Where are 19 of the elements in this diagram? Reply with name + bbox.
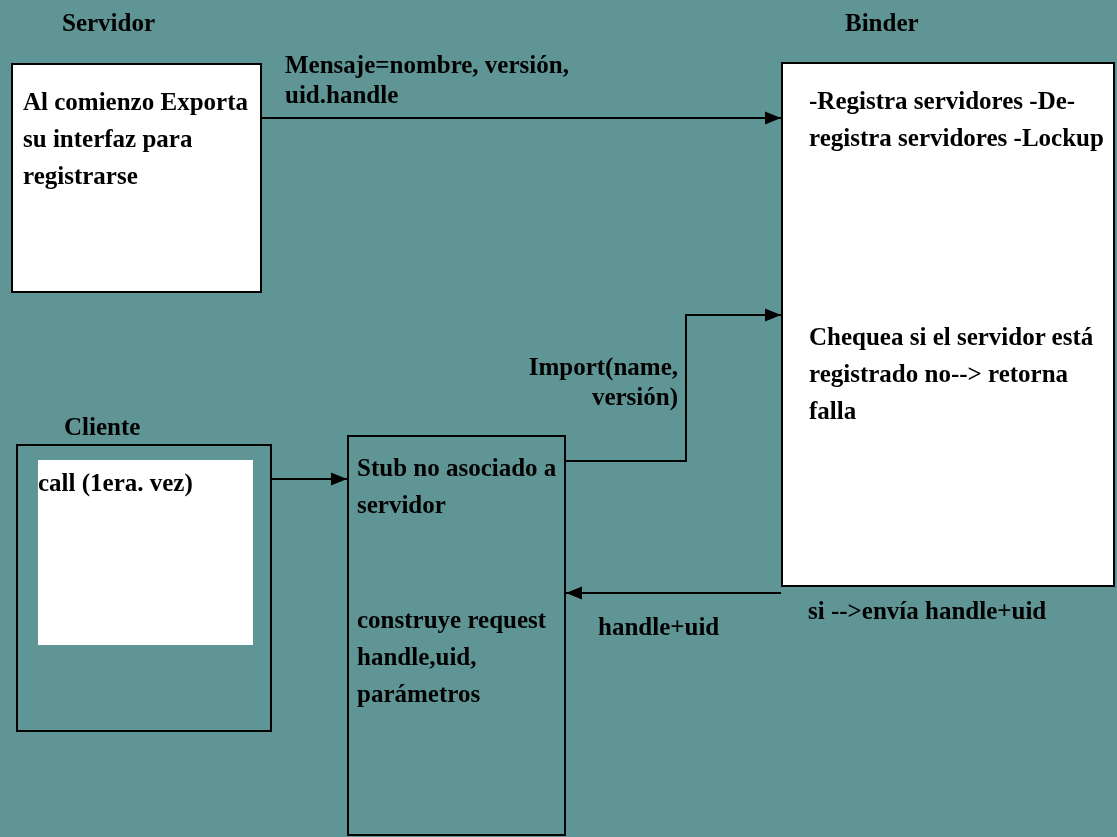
- box-text: Stub no asociado a servidor: [357, 453, 558, 520]
- arrow: [565, 308, 782, 462]
- process-box: [347, 435, 566, 836]
- box-heading: Binder: [845, 8, 919, 38]
- edge-label: handle+uid: [598, 612, 721, 642]
- process-box: [38, 460, 253, 645]
- box-heading: Cliente: [64, 412, 141, 442]
- box-text: Chequea si el servidor está registrado no--> retorna falla: [809, 322, 1095, 426]
- edge-label: Mensaje=nombre, versión, uid.handle: [285, 50, 570, 110]
- box-note: si -->envía handle+uid: [808, 596, 1048, 626]
- edge-label: Import(name, versión): [527, 352, 678, 412]
- box-heading: Servidor: [62, 8, 156, 38]
- box-text: -Registra servidores -De-registra servidores -Lockup: [809, 86, 1105, 153]
- arrow: [565, 586, 782, 600]
- box-text: construye request handle,uid, parámetros: [357, 605, 548, 709]
- arrow: [271, 472, 348, 486]
- box-text: call (1era. vez): [38, 468, 194, 499]
- arrow: [261, 111, 782, 125]
- box-text: Al comienzo Exporta su interfaz para registrarse: [23, 87, 249, 191]
